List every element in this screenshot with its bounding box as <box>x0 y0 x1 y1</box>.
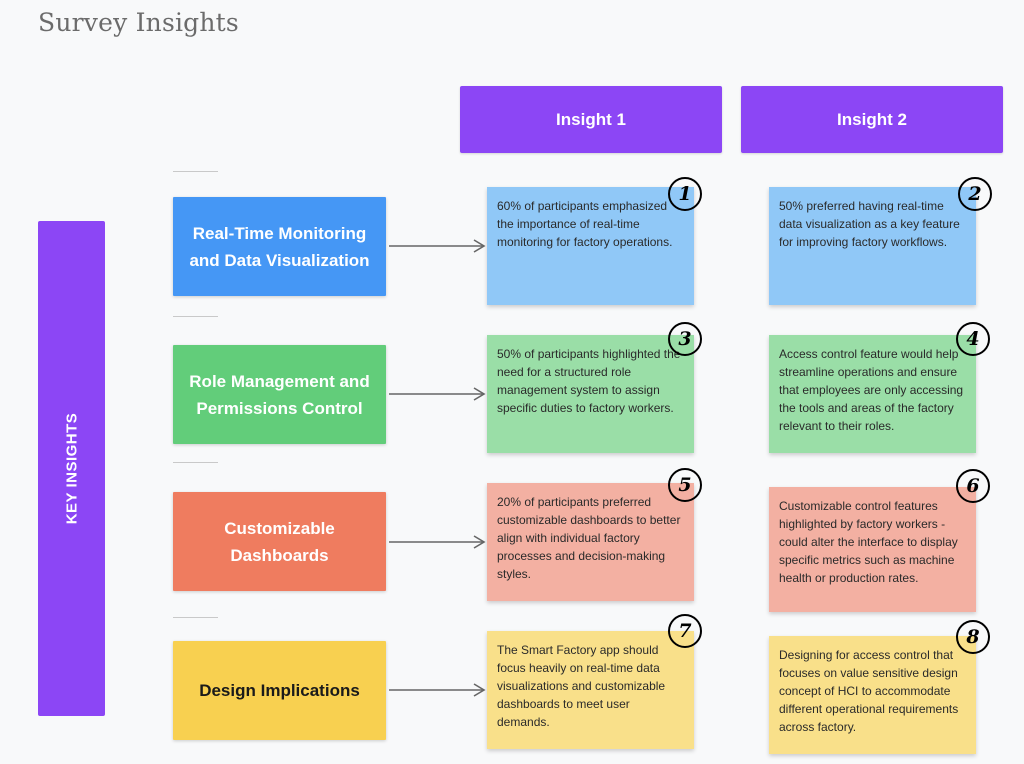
insight-note-3[interactable]: 50% of participants highlighted the need… <box>487 335 694 453</box>
note-number-badge: 4 <box>956 322 990 356</box>
category-role-management[interactable]: Role Management and Permissions Control <box>173 345 386 444</box>
row-divider <box>173 462 218 463</box>
column-header-insight-2[interactable]: Insight 2 <box>741 86 1003 153</box>
insight-note-5[interactable]: 20% of participants preferred customizab… <box>487 483 694 601</box>
arrow-icon <box>389 535 486 549</box>
row-divider <box>173 171 218 172</box>
board-title: Survey Insights <box>38 8 239 37</box>
key-insights-text: KEY INSIGHTS <box>63 412 80 525</box>
category-design-implications[interactable]: Design Implications <box>173 641 386 740</box>
insight-note-4[interactable]: Access control feature would help stream… <box>769 335 976 453</box>
row-divider <box>173 617 218 618</box>
note-number-badge: 1 <box>668 177 702 211</box>
key-insights-label: KEY INSIGHTS <box>38 221 105 716</box>
insight-note-8[interactable]: Designing for access control that focuse… <box>769 636 976 754</box>
note-number-badge: 7 <box>668 614 702 648</box>
note-number-badge: 5 <box>668 468 702 502</box>
category-customizable-dashboards[interactable]: Customizable Dashboards <box>173 492 386 591</box>
note-number-badge: 6 <box>956 469 990 503</box>
row-divider <box>173 316 218 317</box>
insight-note-2[interactable]: 50% preferred having real-time data visu… <box>769 187 976 305</box>
column-header-insight-1[interactable]: Insight 1 <box>460 86 722 153</box>
note-number-badge: 2 <box>958 177 992 211</box>
arrow-icon <box>389 683 486 697</box>
arrow-icon <box>389 387 486 401</box>
note-number-badge: 8 <box>956 620 990 654</box>
insight-note-7[interactable]: The Smart Factory app should focus heavi… <box>487 631 694 749</box>
insight-note-1[interactable]: 60% of participants emphasized the impor… <box>487 187 694 305</box>
category-real-time-monitoring[interactable]: Real-Time Monitoring and Data Visualizat… <box>173 197 386 296</box>
note-number-badge: 3 <box>668 322 702 356</box>
insight-note-6[interactable]: Customizable control features highlighte… <box>769 487 976 612</box>
arrow-icon <box>389 239 486 253</box>
